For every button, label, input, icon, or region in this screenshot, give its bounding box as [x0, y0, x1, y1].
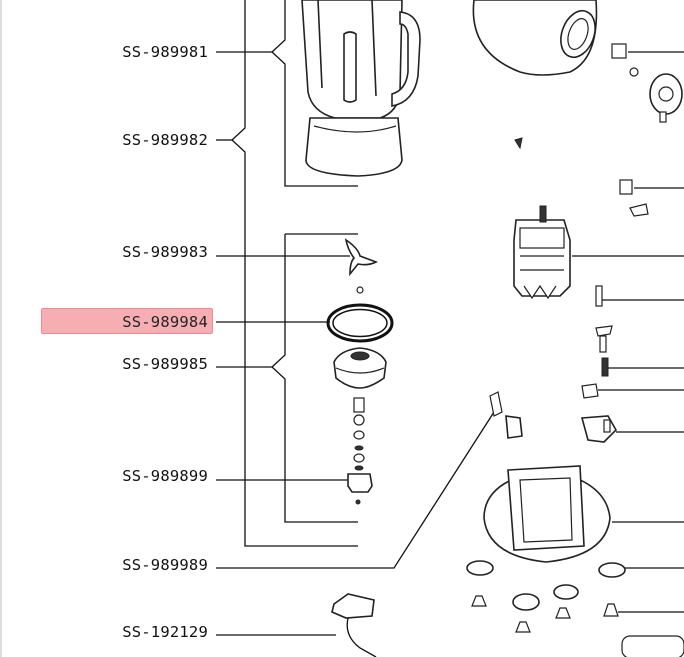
part-label-192129[interactable]: SS-192129 [122, 623, 208, 641]
gasket-ring-drawing [326, 303, 394, 343]
part-label-989985[interactable]: SS-989985 [122, 355, 208, 373]
motor-housing-drawing [472, 0, 683, 217]
switch-parts-drawing [580, 285, 617, 443]
part-label-989984-highlighted[interactable]: SS-989984 [41, 308, 213, 334]
small-gasket-drawing [489, 391, 523, 439]
motor-drawing [513, 205, 571, 300]
blade-base-drawing [333, 347, 387, 389]
power-cord-drawing [331, 593, 377, 657]
part-label-989899[interactable]: SS-989899 [122, 467, 208, 485]
part-label-989989[interactable]: SS-989989 [122, 556, 208, 574]
part-label-989981[interactable]: SS-989981 [122, 43, 208, 61]
shaft-parts-drawing [347, 397, 373, 505]
base-assembly-drawing [466, 465, 684, 657]
blade-drawing [344, 238, 378, 294]
blender-jar-drawing [301, 0, 421, 177]
part-label-989982[interactable]: SS-989982 [122, 131, 208, 149]
leader-lines [216, 0, 684, 636]
part-label-989983[interactable]: SS-989983 [122, 243, 208, 261]
